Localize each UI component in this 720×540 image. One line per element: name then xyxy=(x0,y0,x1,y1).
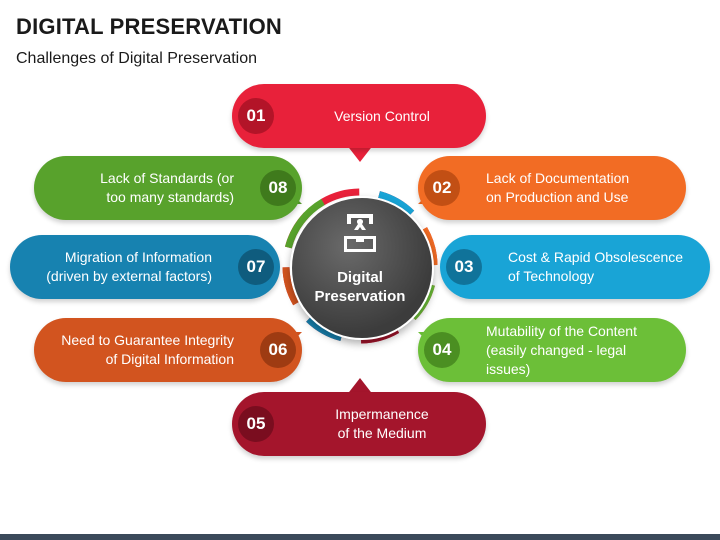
badge-07: 07 xyxy=(238,249,274,285)
badge-08: 08 xyxy=(260,170,296,206)
page-title: DIGITAL PRESERVATION xyxy=(16,14,282,39)
pointer-01 xyxy=(346,144,374,162)
badge-06: 06 xyxy=(260,332,296,368)
challenge-03: 03 Cost & Rapid Obsolescence of Technolo… xyxy=(440,235,710,299)
challenge-04: 04 Mutability of the Content (easily cha… xyxy=(418,318,686,382)
badge-04: 04 xyxy=(424,332,460,368)
hub-label: Digital Preservation xyxy=(314,269,406,305)
challenge-08: 08 Lack of Standards (or too many standa… xyxy=(34,156,302,220)
badge-01: 01 xyxy=(238,98,274,134)
challenge-07: 07 Migration of Information (driven by e… xyxy=(10,235,280,299)
bottom-bar xyxy=(0,534,720,540)
badge-02: 02 xyxy=(424,170,460,206)
page-subtitle: Challenges of Digital Preservation xyxy=(16,50,258,67)
challenge-02: 02 Lack of Documentation on Production a… xyxy=(418,156,686,220)
archive-box-icon xyxy=(344,214,376,252)
challenge-06: 06 Need to Guarantee Integrity of Digita… xyxy=(34,318,302,382)
badge-03: 03 xyxy=(446,249,482,285)
pointer-05 xyxy=(346,378,374,396)
challenge-05: 05 Impermanence of the Medium xyxy=(232,392,486,456)
badge-05: 05 xyxy=(238,406,274,442)
challenge-01: 01 Version Control xyxy=(232,84,486,148)
